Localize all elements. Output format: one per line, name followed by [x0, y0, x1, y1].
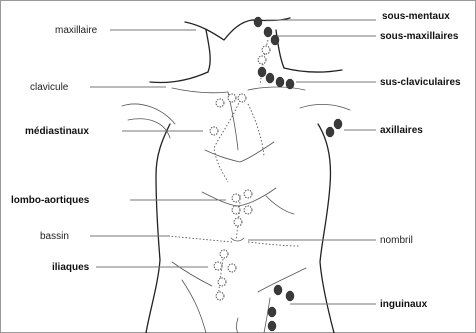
node-inguinal-3 — [268, 307, 276, 317]
pectoral-right — [300, 104, 350, 110]
label-nombril: nombril — [380, 235, 413, 246]
label-clavicule: clavicule — [30, 82, 69, 93]
node-sous-maxillaire-1 — [264, 27, 272, 37]
vessel-right-chest — [248, 104, 264, 156]
node-iliaque-1 — [220, 250, 228, 258]
rib-margin — [205, 142, 274, 162]
vessel-iliac — [218, 252, 224, 298]
node-sus-claviculaire-2 — [286, 79, 294, 89]
leader-lines — [90, 20, 376, 304]
node-mediastinal-4 — [210, 127, 218, 135]
labels: maxillaire clavicule médiastinaux lombo-… — [11, 11, 461, 310]
node-mediastinal-1 — [216, 99, 224, 107]
node-lombo-aortique-1 — [232, 194, 240, 202]
pectoral-left — [122, 104, 175, 124]
torso-left — [146, 124, 170, 333]
pectoral-left-2 — [128, 119, 170, 138]
clavicle-left — [172, 88, 228, 93]
label-inguinaux: inguinaux — [380, 299, 428, 310]
label-lombo-aortiques: lombo-aortiques — [11, 195, 90, 206]
vessel-mediastinal — [214, 100, 240, 182]
thigh-left — [182, 280, 206, 333]
node-sous-mentaux — [254, 17, 262, 27]
clavicle-right — [248, 87, 305, 90]
label-sous-mentaux: sous-mentaux — [382, 11, 450, 22]
node-axillaire-2 — [334, 119, 342, 129]
node-inguinal-4 — [268, 321, 276, 331]
node-mediastinal-2 — [228, 94, 236, 102]
label-sous-maxillaires: sous-maxillaires — [380, 31, 459, 42]
node-lombo-aortique-3 — [232, 206, 240, 214]
left-shoulder — [150, 72, 208, 83]
node-axillaire-1 — [326, 127, 334, 137]
node-cervical-3 — [258, 67, 266, 77]
body-outline — [122, 18, 350, 333]
label-iliaques: iliaques — [52, 262, 90, 273]
node-iliaque-4 — [218, 278, 226, 286]
lymph-nodes — [210, 17, 342, 331]
inguinal-left — [172, 262, 212, 286]
node-iliaque-3 — [228, 264, 236, 272]
node-cervical-2 — [258, 56, 266, 64]
vessel-pelvis-right — [248, 242, 300, 246]
node-inguinal-2 — [286, 291, 294, 301]
node-sus-claviculaire-1 — [276, 77, 284, 87]
neck-left — [206, 30, 210, 72]
right-oblique — [266, 196, 294, 214]
node-iliaque-2 — [214, 262, 222, 270]
node-lombo-aortique-4 — [244, 206, 252, 214]
label-maxillaire: maxillaire — [55, 25, 98, 36]
vessel-pelvis-left — [168, 236, 232, 242]
torso-right — [318, 124, 334, 333]
node-mediastinal-3 — [238, 94, 246, 102]
node-lombo-aortique-2 — [244, 190, 252, 198]
node-iliaque-5 — [216, 292, 224, 300]
label-axillaires: axillaires — [380, 125, 423, 136]
right-shoulder — [284, 68, 342, 72]
node-cervical-4 — [266, 73, 274, 83]
node-lombo-aortique-5 — [234, 218, 242, 226]
node-inguinal-1 — [274, 285, 282, 295]
label-sus-claviculaires: sus-claviculaires — [380, 77, 461, 88]
label-bassin: bassin — [40, 231, 69, 242]
node-sous-maxillaire-2 — [271, 35, 279, 45]
navel-mark — [231, 238, 244, 241]
node-cervical-1 — [262, 46, 270, 54]
groin-center — [237, 318, 239, 333]
label-mediastinaux: médiastinaux — [25, 126, 89, 137]
